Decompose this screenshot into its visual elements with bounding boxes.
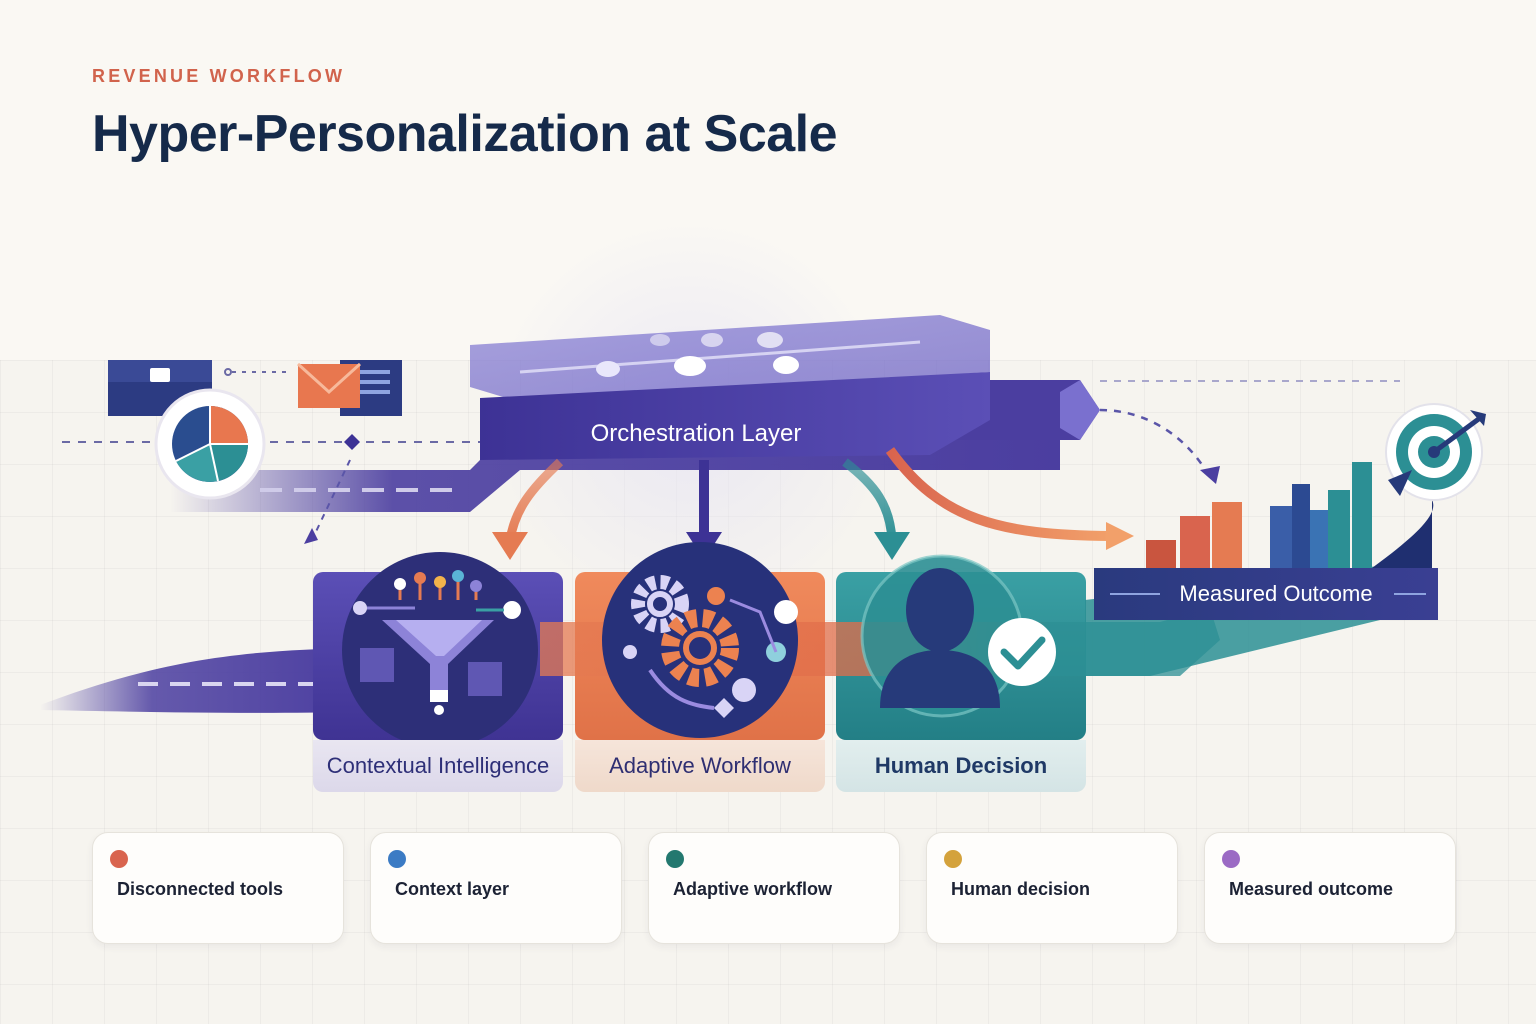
legend-label: Context layer — [395, 879, 510, 899]
funnel-icon — [342, 552, 538, 748]
gears-icon — [602, 542, 798, 738]
target-icon — [1385, 403, 1486, 501]
arrow-to-adaptive — [699, 460, 709, 538]
page-title: Hyper-Personalization at Scale — [92, 105, 838, 163]
legend-label: Human decision — [951, 879, 1091, 899]
guide-arrow-left-head — [304, 528, 318, 544]
pie-chart-icon — [154, 388, 266, 500]
guide-arrow-right — [1099, 408, 1212, 479]
arrow-to-outcome-head — [1106, 522, 1134, 550]
guide-arrow-right-head — [1200, 466, 1220, 484]
eyebrow-label: REVENUE WORKFLOW — [92, 66, 346, 86]
legend-label: Adaptive workflow — [673, 879, 833, 899]
legend-dot-icon — [944, 850, 962, 868]
bar-chart-icon — [1146, 462, 1434, 568]
arrow-to-contextual — [505, 458, 564, 541]
legend-card-adaptive-workflow: Adaptive workflow — [648, 832, 900, 944]
guide-arrow-left — [311, 459, 351, 541]
arrow-to-contextual-head — [492, 532, 528, 560]
legend-dot-icon — [1222, 850, 1240, 868]
legend-card-disconnected-tools: Disconnected tools — [92, 832, 344, 944]
hub-label: Orchestration Layer — [591, 420, 802, 447]
arrow-to-outcome — [885, 447, 1111, 541]
legend: Disconnected tools Context layer Adaptiv… — [92, 832, 1456, 944]
envelope-icon — [296, 362, 362, 408]
legend-card-human-decision: Human decision — [926, 832, 1178, 944]
stage-label-contextual: Contextual Intelligence — [313, 740, 563, 792]
orchestration-hub — [470, 315, 990, 460]
legend-card-measured-outcome: Measured outcome — [1204, 832, 1456, 944]
legend-label: Disconnected tools — [117, 879, 284, 899]
stage-label-human: Human Decision — [836, 740, 1086, 792]
arrow-to-human-head — [874, 532, 910, 560]
guide-diamond — [344, 434, 360, 450]
arrow-to-human — [842, 458, 897, 541]
person-check-icon — [860, 554, 1056, 718]
legend-card-context-layer: Context layer — [370, 832, 622, 944]
legend-dot-icon — [666, 850, 684, 868]
legend-dot-icon — [388, 850, 406, 868]
stage-label-adaptive: Adaptive Workflow — [575, 740, 825, 792]
legend-label: Measured outcome — [1229, 879, 1394, 899]
legend-dot-icon — [110, 850, 128, 868]
outcome-label: Measured Outcome — [1179, 581, 1372, 606]
lower-flow-band — [40, 648, 360, 713]
hub-extension-tip — [1060, 380, 1100, 440]
icon-connector-node — [224, 368, 232, 376]
